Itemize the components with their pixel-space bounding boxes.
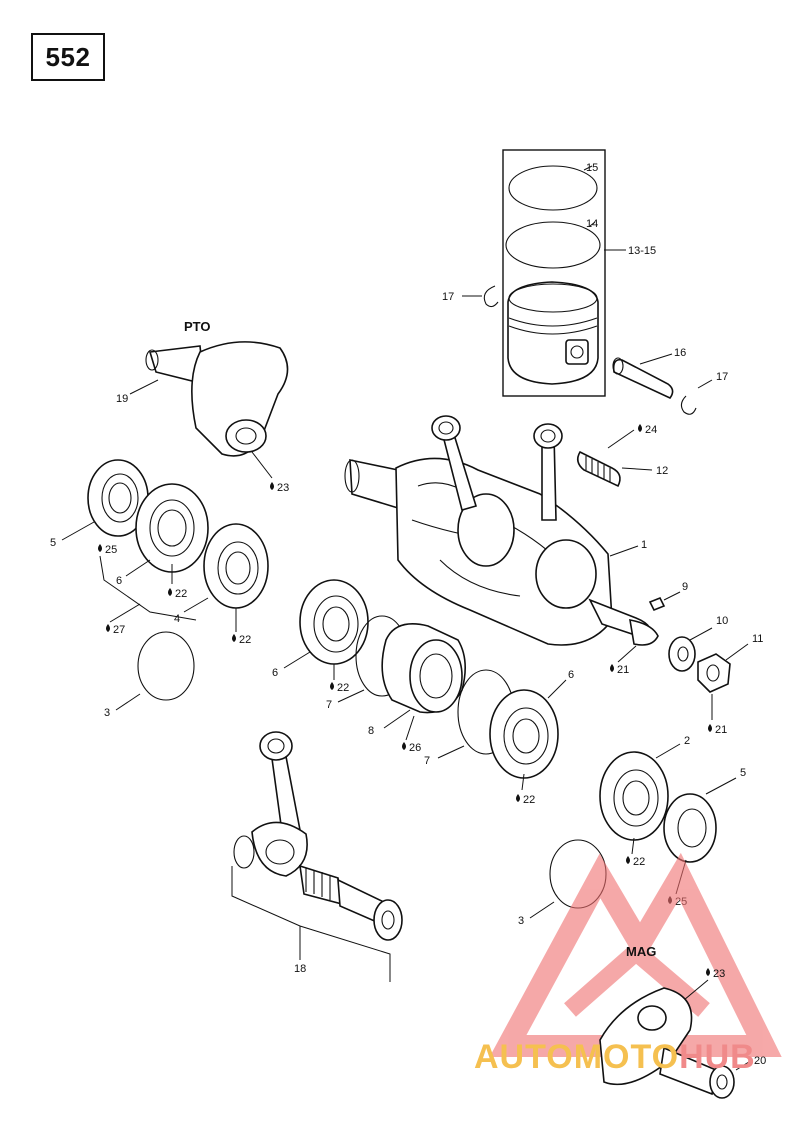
callout-7-lower: 7 — [424, 755, 430, 767]
callout-11: 11 — [752, 633, 763, 645]
callout-3-mag: 3 — [518, 915, 524, 927]
callout-14: 14 — [586, 218, 598, 230]
bearing-4 — [183, 523, 269, 632]
callout-3-pto: 3 — [104, 707, 110, 719]
section-pto-label: PTO — [184, 319, 211, 334]
lube-25-pto: 25 — [105, 544, 117, 556]
watermark-part2: HUB — [679, 1038, 756, 1076]
callout-7-upper: 7 — [326, 699, 332, 711]
lube-26: 26 — [409, 742, 421, 754]
crankshaft-assembly — [344, 415, 659, 646]
mag-crank-half — [599, 987, 753, 1099]
callout-12: 12 — [656, 465, 668, 477]
piston-assembly-frame — [502, 149, 606, 397]
piston-ring-15 — [508, 165, 598, 211]
watermark-text: AUTOMOTOHUB — [474, 1038, 756, 1077]
lube-23-mag: 23 — [713, 968, 725, 980]
lube-22-bearing-2: 22 — [633, 856, 645, 868]
piston-ring-14 — [505, 221, 601, 269]
washer-10 — [668, 627, 713, 672]
lube-22-center-left: 22 — [337, 682, 349, 694]
callout-15: 15 — [586, 162, 598, 174]
callout-1: 1 — [641, 539, 647, 551]
bearing-6-pto — [125, 483, 209, 584]
callout-4: 4 — [174, 613, 180, 625]
lube-21-nut: 21 — [715, 724, 727, 736]
bearing-6-center-right — [489, 679, 567, 791]
callout-18: 18 — [294, 963, 306, 975]
lube-23-pto: 23 — [277, 482, 289, 494]
piston — [507, 281, 599, 385]
callout-5-pto: 5 — [50, 537, 56, 549]
callout-16: 16 — [674, 347, 686, 359]
callout-10: 10 — [716, 615, 728, 627]
pto-crank-half — [129, 341, 289, 479]
watermark-logo — [489, 852, 782, 1057]
oil-seal-5-pto — [61, 459, 149, 541]
piston-circlip-right — [680, 395, 697, 415]
callout-20: 20 — [754, 1055, 766, 1067]
callout-6-pto: 6 — [116, 575, 122, 587]
callout-17-left: 17 — [442, 291, 454, 303]
piston-pin — [612, 353, 674, 399]
callout-6-center-right: 6 — [568, 669, 574, 681]
callout-2: 2 — [684, 735, 690, 747]
callout-13-15: 13-15 — [628, 245, 656, 257]
woodruff-key-9 — [648, 596, 666, 612]
callout-5-mag: 5 — [740, 767, 746, 779]
nut-11 — [697, 643, 749, 720]
callout-8: 8 — [368, 725, 374, 737]
page-number-box: 552 — [31, 33, 105, 81]
lube-27: 27 — [113, 624, 125, 636]
bearing-sleeve-8 — [381, 623, 466, 741]
piston-assembly-group — [462, 149, 626, 397]
piston-circlip-left — [483, 285, 499, 308]
conrod-kit-18 — [231, 731, 403, 982]
needle-bearing-12 — [576, 429, 653, 488]
ring-3-pto — [137, 631, 195, 701]
watermark-part1: AUTOMOTO — [474, 1038, 680, 1076]
lube-24: 24 — [645, 424, 657, 436]
callout-6-center-left: 6 — [272, 667, 278, 679]
page-number: 552 — [45, 41, 91, 72]
callout-17-right: 17 — [716, 371, 728, 383]
lube-22-center-right: 22 — [523, 794, 535, 806]
bearing-2 — [599, 743, 681, 855]
callout-9: 9 — [682, 581, 688, 593]
section-mag-label: MAG — [626, 944, 656, 959]
lube-22-bearing-4: 22 — [239, 634, 251, 646]
bearing-6-center-left — [283, 579, 369, 680]
lube-21-shaft: 21 — [617, 664, 629, 676]
callout-19: 19 — [116, 393, 128, 405]
lube-22-bearing-6-pto: 22 — [175, 588, 187, 600]
